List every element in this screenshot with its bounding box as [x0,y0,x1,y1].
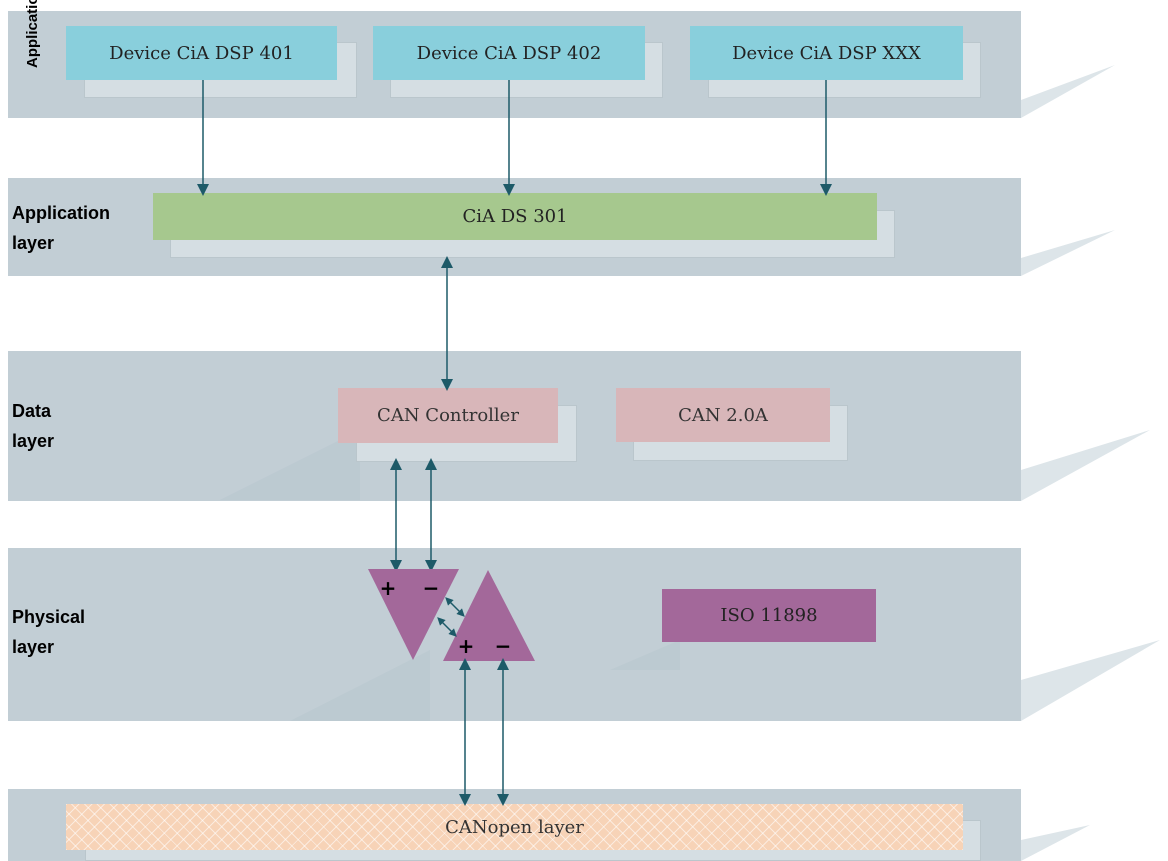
arrow-diag-upper [445,597,465,617]
receiver-minus: − [495,634,512,658]
canopen-layer-box: CANopen layer [66,804,963,850]
physical-layer-label-line1: Physical [12,607,86,627]
can-controller-box: CAN Controller [338,388,558,443]
data-layer-label-line1: Data [12,401,52,421]
receiver-triangle [443,570,535,661]
device-402-box: Device CiA DSP 402 [373,26,645,80]
physical-layer-label-line2: layer [12,637,55,657]
can-20a-box: CAN 2.0A [616,388,830,442]
application-layer-label-line1: Application [12,203,110,223]
application-layer-label: Application layer [12,198,110,258]
iso-11898-box: ISO 11898 [662,589,876,642]
application-layer-label-line2: layer [12,233,55,253]
receiver-plus: + [458,634,475,658]
arrow-diag-lower [437,617,457,637]
transmitter-triangle [368,569,459,660]
device-xxx-box: Device CiA DSP XXX [690,26,963,80]
data-layer-label: Data layer [12,396,54,456]
device-401-box: Device CiA DSP 401 [66,26,337,80]
transmitter-minus: − [423,576,440,600]
physical-layer-label: Physical layer [12,602,85,662]
transmitter-plus: + [380,576,397,600]
cia-ds-301-box: CiA DS 301 [153,193,877,240]
data-layer-label-line2: layer [12,431,55,451]
